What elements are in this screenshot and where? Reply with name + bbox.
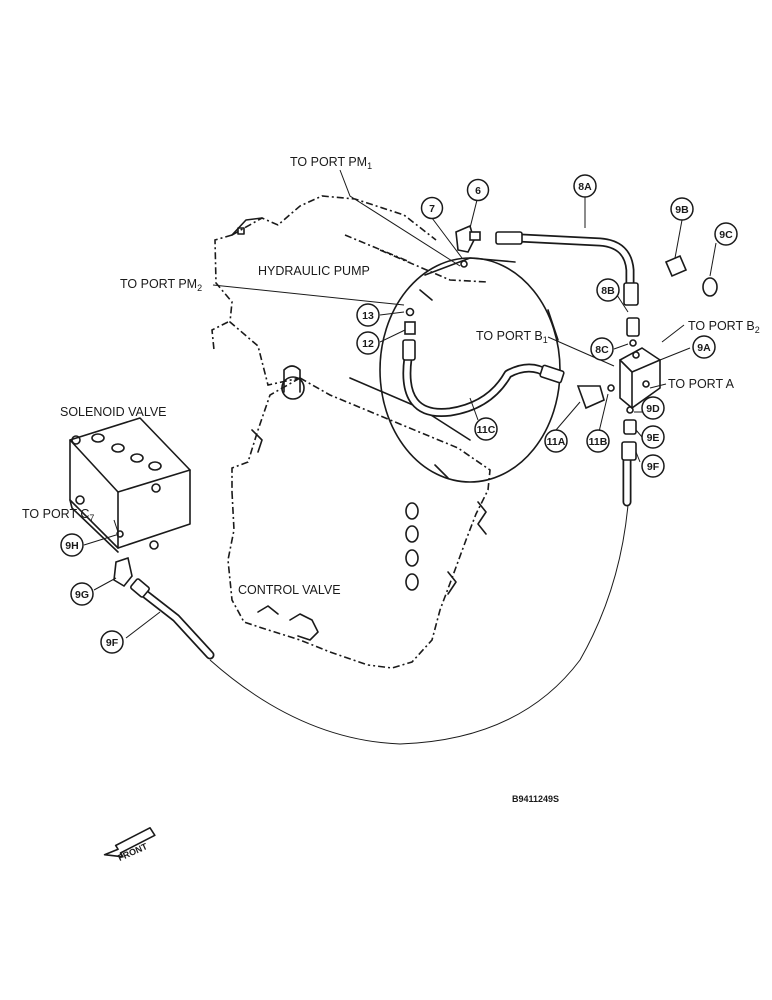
callout-9a: 9A bbox=[692, 335, 716, 359]
callout-9h: 9H bbox=[60, 533, 84, 557]
label-to-port-a: TO PORT A bbox=[668, 377, 735, 391]
callout-9d: 9D bbox=[641, 396, 665, 420]
svg-text:9F: 9F bbox=[647, 461, 660, 473]
callout-9g: 9G bbox=[70, 582, 94, 606]
callout-11c: 11C bbox=[474, 417, 498, 441]
fittings bbox=[113, 224, 718, 588]
svg-text:9D: 9D bbox=[646, 403, 660, 415]
callout-9b: 9B bbox=[670, 197, 694, 221]
callout-8b: 8B bbox=[596, 278, 620, 302]
svg-text:11A: 11A bbox=[547, 436, 566, 448]
label-to-port-b2: TO PORT B2 bbox=[688, 319, 760, 335]
drawing-code: B9411249S bbox=[512, 794, 559, 804]
callout-11a: 11A bbox=[544, 429, 568, 453]
callout-12: 12 bbox=[356, 331, 380, 355]
svg-text:6: 6 bbox=[475, 185, 481, 197]
svg-text:9C: 9C bbox=[719, 229, 733, 241]
callout-9f-right: 9F bbox=[641, 454, 665, 478]
callout-9c: 9C bbox=[714, 222, 738, 246]
svg-text:7: 7 bbox=[429, 203, 435, 215]
label-front: FRONT bbox=[116, 841, 149, 863]
svg-text:8B: 8B bbox=[601, 285, 615, 297]
connecting-line bbox=[209, 504, 629, 745]
callout-8c: 8C bbox=[590, 337, 614, 361]
callout-11b: 11B bbox=[586, 429, 610, 453]
label-to-port-c7: TO PORT C7 bbox=[22, 507, 94, 523]
svg-text:9B: 9B bbox=[675, 204, 689, 216]
svg-text:11B: 11B bbox=[589, 436, 608, 448]
label-to-port-pm2: TO PORT PM2 bbox=[120, 277, 202, 293]
callout-9e: 9E bbox=[641, 425, 665, 449]
svg-text:12: 12 bbox=[362, 338, 374, 350]
callout-9f-left: 9F bbox=[100, 630, 124, 654]
svg-text:11C: 11C bbox=[477, 424, 496, 436]
label-to-port-b1: TO PORT B1 bbox=[476, 329, 548, 345]
svg-text:9G: 9G bbox=[75, 589, 89, 601]
svg-text:9H: 9H bbox=[65, 540, 78, 552]
hose-9f-left bbox=[130, 578, 215, 660]
leader-lines bbox=[83, 169, 717, 639]
label-solenoid-valve: SOLENOID VALVE bbox=[60, 405, 167, 419]
engine-housing-outline bbox=[211, 195, 489, 386]
callout-8a: 8A bbox=[573, 174, 597, 198]
svg-text:8C: 8C bbox=[595, 344, 609, 356]
svg-text:9F: 9F bbox=[106, 637, 119, 649]
svg-text:8A: 8A bbox=[578, 181, 592, 193]
svg-text:13: 13 bbox=[362, 310, 374, 322]
callout-6: 6 bbox=[466, 178, 490, 202]
solenoid-valve bbox=[69, 417, 191, 553]
hose-8a bbox=[495, 231, 639, 306]
svg-text:9E: 9E bbox=[647, 432, 660, 444]
front-arrow-icon: FRONT bbox=[103, 826, 156, 863]
svg-text:9A: 9A bbox=[697, 342, 711, 354]
callout-7: 7 bbox=[420, 196, 444, 220]
label-to-port-pm1: TO PORT PM1 bbox=[290, 155, 372, 171]
label-hydraulic-pump: HYDRAULIC PUMP bbox=[258, 264, 370, 278]
callout-13: 13 bbox=[356, 303, 380, 327]
hose-11c bbox=[402, 339, 565, 418]
label-control-valve: CONTROL VALVE bbox=[238, 583, 341, 597]
